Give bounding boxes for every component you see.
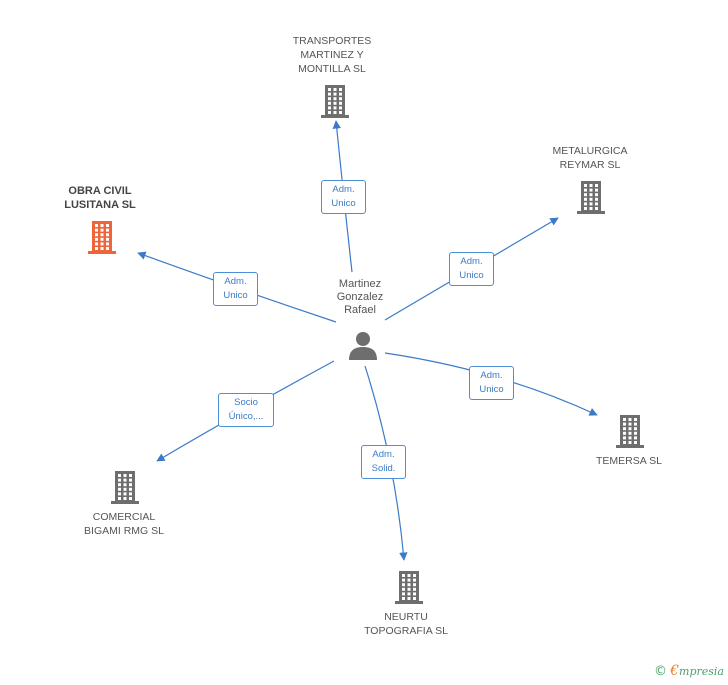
relation-label-comercial[interactable]: Socio Único,... [218,393,274,427]
node-label-temersa[interactable]: TEMERSA SL [596,455,662,467]
relation-label-neurtu[interactable]: Adm. Solid. [361,445,406,479]
copyright-icon: © [654,664,668,679]
footer-brand: © €mpresia [654,663,724,679]
relation-label-transportes[interactable]: Adm. Unico [321,180,366,214]
person-icon[interactable] [348,330,378,360]
building-icon[interactable] [319,84,351,123]
center-person-label[interactable]: Martinez Gonzalez Rafael [336,278,384,316]
node-label-comercial[interactable]: COMERCIAL BIGAMI RMG SL [84,511,164,537]
building-icon[interactable] [86,220,118,259]
relation-label-metalurgica[interactable]: Adm. Unico [449,252,494,286]
relation-label-temersa[interactable]: Adm. Unico [469,366,514,400]
building-icon[interactable] [614,414,646,453]
brand-logo-e: € [670,663,680,679]
brand-logo-text: mpresia [679,665,724,678]
node-label-transportes[interactable]: TRANSPORTES MARTINEZ Y MONTILLA SL [292,35,372,75]
building-icon[interactable] [575,180,607,219]
building-icon[interactable] [393,570,425,609]
node-label-metalurgica[interactable]: METALURGICA REYMAR SL [552,145,628,171]
building-icon[interactable] [109,470,141,509]
node-label-neurtu[interactable]: NEURTU TOPOGRAFIA SL [364,611,448,637]
relation-label-obra-civil[interactable]: Adm. Unico [213,272,258,306]
node-label-obra-civil[interactable]: OBRA CIVIL LUSITANA SL [64,185,136,211]
